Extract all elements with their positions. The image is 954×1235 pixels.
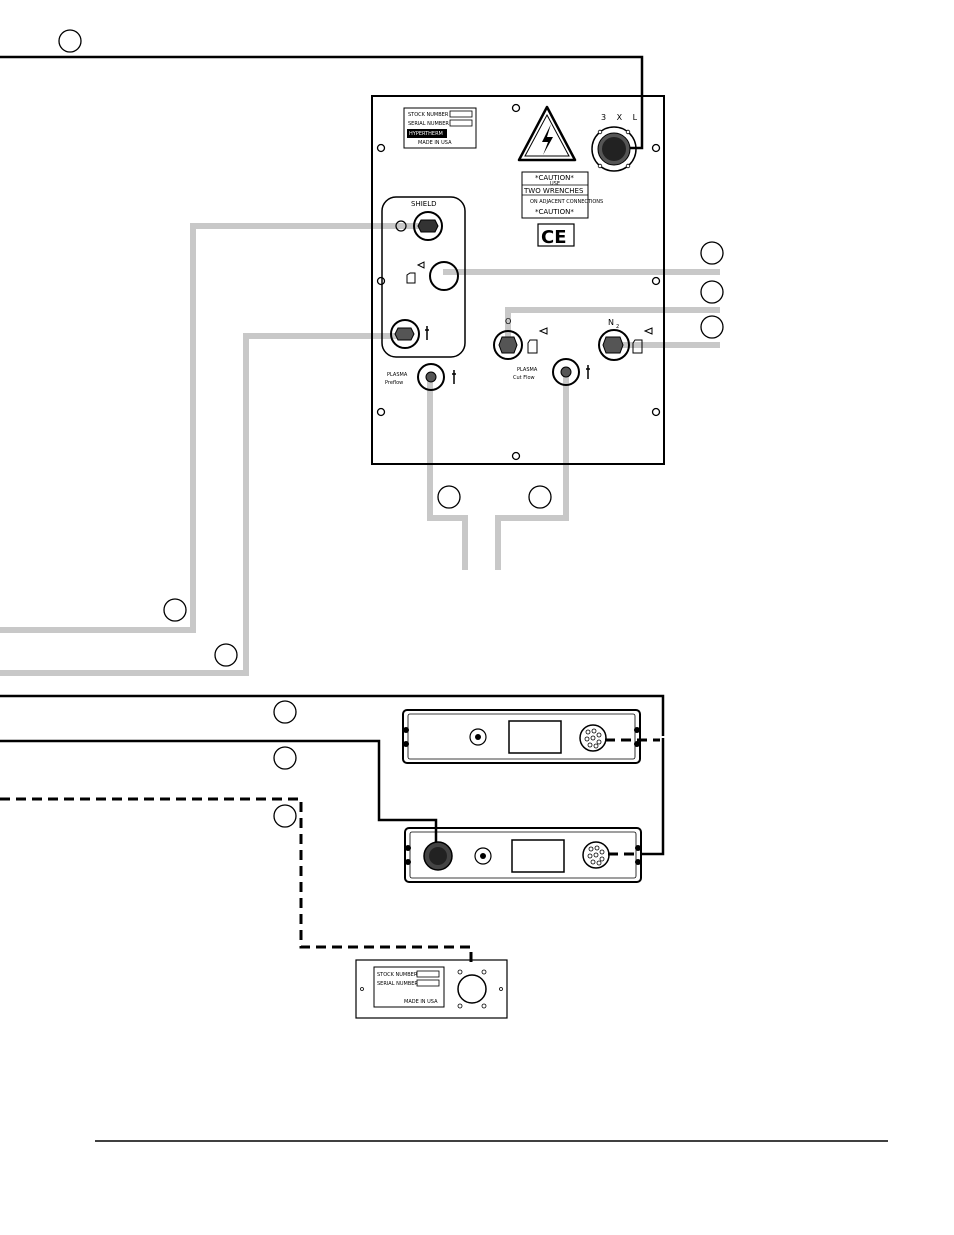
panel-screws xyxy=(376,103,661,461)
small-enclosure: STOCK NUMBER SERIAL NUMBER MADE IN USA xyxy=(355,959,508,1019)
callout-circle xyxy=(273,700,297,724)
o2-fitting xyxy=(493,327,548,360)
gas-fitting-2 xyxy=(406,261,459,291)
cable-a xyxy=(0,694,665,736)
control-cable-connector-icon xyxy=(591,126,637,172)
nameplate-stock: STOCK NUMBER xyxy=(408,112,449,118)
callout-circle xyxy=(700,280,724,304)
callout-circle xyxy=(437,485,461,509)
small-serial: SERIAL NUMBER xyxy=(377,981,418,987)
preflow-hose xyxy=(427,380,468,570)
callout-circle xyxy=(528,485,552,509)
interface-module-1 xyxy=(402,709,641,764)
shield-inlet-fitting xyxy=(390,319,429,349)
callout-circles xyxy=(58,29,724,828)
nameplate-serial: SERIAL NUMBER xyxy=(408,121,449,127)
nameplate-brand: HYPERTHERM xyxy=(409,131,443,137)
shield-label: SHIELD xyxy=(411,200,436,208)
nameplate: STOCK NUMBER SERIAL NUMBER HYPERTHERM MA… xyxy=(403,107,477,149)
shield-inlet-hose xyxy=(0,333,405,676)
small-stock: STOCK NUMBER xyxy=(377,972,418,978)
shield-hose xyxy=(0,223,430,633)
hazard-voltage-icon xyxy=(517,105,577,162)
lower-cables xyxy=(0,694,665,856)
caution-use: USE xyxy=(550,181,560,187)
plasma-cutflow-fitting xyxy=(552,358,590,386)
cable-b xyxy=(0,739,438,852)
callout-circle xyxy=(700,241,724,265)
plasma-preflow-fitting xyxy=(417,363,456,391)
shield-fitting xyxy=(395,211,443,241)
gas-hoses xyxy=(0,223,720,676)
n2-label: N xyxy=(608,318,614,327)
control-cable-top xyxy=(0,55,644,150)
gas-hose-2 xyxy=(505,307,720,345)
n2-fitting xyxy=(598,327,653,361)
callout-circle xyxy=(214,643,238,667)
callout-circle xyxy=(700,315,724,339)
n2-subscript: 2 xyxy=(616,324,619,330)
caution-two-wrenches: TWO WRENCHES xyxy=(523,187,584,195)
plasma-cutflow-label-1: PLASMA xyxy=(517,367,538,373)
interface-module-2 xyxy=(404,827,642,883)
caution-plate: *CAUTION* USE TWO WRENCHES ON ADJACENT C… xyxy=(521,171,603,219)
callout-circle xyxy=(273,804,297,828)
shield-group-box xyxy=(381,196,466,358)
dashed-cables xyxy=(0,738,660,968)
cable-a-lower xyxy=(640,738,665,856)
small-made: MADE IN USA xyxy=(404,999,438,1005)
caution-bottom: *CAUTION* xyxy=(535,208,574,216)
callout-circle xyxy=(58,29,82,53)
gas-console-panel: STOCK NUMBER SERIAL NUMBER HYPERTHERM MA… xyxy=(371,95,665,465)
nameplate-made: MADE IN USA xyxy=(418,140,452,146)
dashed-cable-c xyxy=(0,797,473,968)
connector-label: 3 X L xyxy=(601,113,641,122)
o2-label: O xyxy=(505,317,511,326)
callout-circle xyxy=(273,746,297,770)
plasma-preflow-label-2: Preflow xyxy=(385,380,403,386)
cutflow-hose xyxy=(495,375,569,570)
caution-small: ON ADJACENT CONNECTIONS xyxy=(530,199,603,205)
plasma-cutflow-label-2: Cut Flow xyxy=(513,375,535,381)
plasma-preflow-label-1: PLASMA xyxy=(387,372,408,378)
ce-mark: CE xyxy=(541,227,567,248)
caution-top: *CAUTION* xyxy=(535,174,574,182)
callout-circle xyxy=(163,598,187,622)
